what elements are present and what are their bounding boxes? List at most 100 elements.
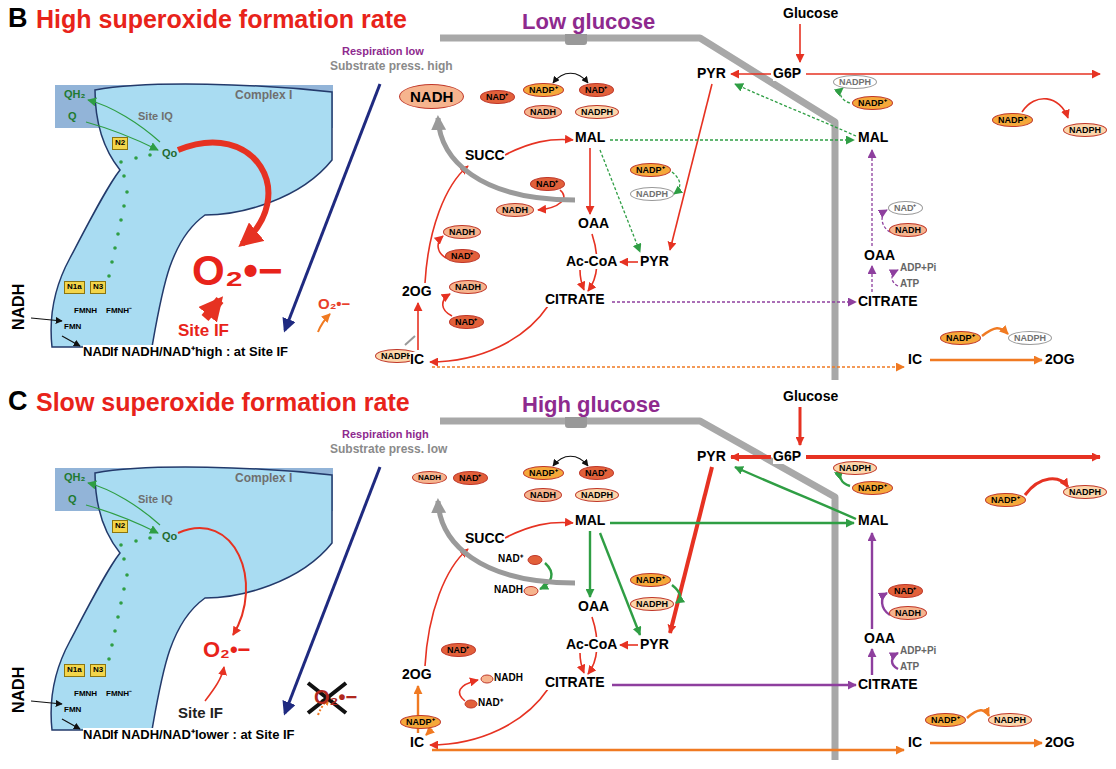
text-label: O₂•− (318, 296, 350, 313)
text-label: Respiration low (342, 45, 424, 57)
cofactor-label: NADPH (636, 189, 668, 199)
text-label: QH₂ (64, 471, 85, 483)
cofactor-label: NAD⁺ (536, 179, 559, 189)
text-label: Slow superoxide formation rate (36, 389, 410, 417)
iron-sulfur-cluster: N3 (90, 281, 106, 294)
cofactor-label: NADPH (636, 599, 668, 609)
cofactor-label: NADPH (581, 107, 613, 117)
metabolite-label: Glucose (783, 389, 838, 404)
cofactor-label: NAD⁺ (459, 473, 482, 483)
cofactor-oval: NADP⁺ (852, 481, 893, 495)
complex-label: Complex I (235, 472, 292, 485)
metabolite-label: CITRATE (858, 677, 918, 692)
text-label: ATP (900, 661, 919, 672)
text-label: QH₂ (64, 88, 85, 100)
metabolite-label: IC (410, 735, 424, 750)
cluster-label: N3 (93, 282, 103, 291)
cofactor-oval: NADP⁺ (985, 493, 1026, 507)
complex-label: Site IQ (138, 493, 173, 505)
cofactor-oval: NADH (399, 84, 464, 109)
metabolite-label: OAA (864, 248, 895, 263)
metabolite-label: MAL (575, 513, 605, 528)
cofactor-label: NAD⁺ (486, 92, 509, 102)
cofactor-oval: NADPH (575, 488, 619, 502)
text-label: Q (68, 110, 77, 122)
cofactor-oval: NADPH (1008, 331, 1052, 345)
text-label: Substrate press. low (330, 443, 447, 456)
cofactor-label: NADPH (581, 490, 613, 500)
cofactor-label: NADPH (1014, 333, 1046, 343)
cofactor-oval: NADH (889, 606, 927, 620)
cluster-label: N1a (67, 665, 82, 674)
metabolite-label: MAL (575, 130, 605, 145)
cofactor-oval: NADP⁺ (992, 113, 1033, 127)
cofactor-oval: NADPH (988, 713, 1032, 727)
cofactor-label: NAD⁺ (585, 85, 608, 95)
cofactor-label: NADPH (994, 715, 1026, 725)
cofactor-oval: NADPH (833, 75, 877, 89)
cofactor-label: NAD⁺ (894, 203, 917, 213)
metabolite-label: CITRATE (858, 294, 918, 309)
iron-sulfur-cluster: N2 (112, 137, 128, 150)
text-label: ADP+Pi (900, 262, 936, 273)
complex-i: Complex ISite IQQoFMNHFMNH⁻FMNN2N1aN3 (50, 468, 330, 730)
cofactor-oval: NAD⁺ (445, 249, 480, 263)
cofactor-label: NADP⁺ (529, 85, 558, 95)
cofactor-label: NADH (895, 225, 921, 235)
text-label: NAD⁺ (498, 553, 523, 564)
text-label: NADH (10, 284, 28, 330)
cofactor-label: NADPH (381, 351, 413, 361)
complex-label: Site IQ (138, 110, 173, 122)
cofactor-label: NADPH (1069, 125, 1101, 135)
text-label: ADP+Pi (900, 645, 936, 656)
metabolite-label: OAA (578, 216, 609, 231)
cofactor-oval: NAD⁺ (579, 466, 614, 480)
text-label: ATP (900, 278, 919, 289)
cofactor-oval: NADP⁺ (852, 96, 893, 110)
cofactor-oval: NADP⁺ (523, 466, 564, 480)
metabolite-label: MAL (858, 513, 888, 528)
cofactor-oval: NADH (889, 223, 927, 237)
metabolite-label: OAA (864, 631, 895, 646)
text-label: High glucose (522, 393, 660, 417)
cofactor-oval: NADP⁺ (523, 83, 564, 97)
cofactor-oval: NAD⁺ (888, 584, 923, 598)
cofactor-label: NAD⁺ (451, 251, 474, 261)
cofactor-oval: NADP⁺ (630, 163, 671, 177)
text-label: Respiration high (342, 428, 429, 440)
metabolite-label: IC (410, 352, 424, 367)
cofactor-label: NADH (410, 88, 453, 105)
cofactor-label: NADP⁺ (991, 495, 1020, 505)
cofactor-label: NADP⁺ (998, 115, 1027, 125)
text-label: NADH (494, 584, 523, 595)
cofactor-label: NAD⁺ (585, 468, 608, 478)
cofactor-label: NADH (455, 282, 481, 292)
metabolite-label: Glucose (783, 6, 838, 21)
cofactor-label: NADPH (839, 77, 871, 87)
metabolite-label: 2OG (1045, 735, 1075, 750)
cofactor-oval: NAD⁺ (441, 643, 476, 657)
cofactor-oval: NADPH (575, 105, 619, 119)
cofactor-label: NADPH (839, 463, 871, 473)
cofactor-oval: NAD⁺ (530, 177, 565, 191)
metabolite-label: MAL (858, 130, 888, 145)
cluster-label: N1a (67, 282, 82, 291)
cofactor-oval: NADPH (1063, 123, 1107, 137)
cofactor-oval: NADP⁺ (630, 573, 671, 587)
complex-label: Qo (162, 530, 177, 542)
metabolite-label: PYR (697, 66, 726, 81)
complex-label: FMN (64, 706, 81, 715)
metabolite-label: PYR (697, 449, 726, 464)
cofactor-label: NADH (530, 107, 556, 117)
cofactor-oval: NADH (443, 225, 481, 239)
cofactor-oval: NAD⁺ (453, 471, 488, 485)
iron-sulfur-cluster: N1a (64, 281, 85, 294)
cofactor-label: NADP⁺ (406, 717, 435, 727)
metabolite-label: PYR (640, 637, 669, 652)
metabolite-label: IC (908, 352, 922, 367)
cofactor-label: NADH (530, 490, 556, 500)
cofactor-label: NADH (895, 608, 921, 618)
cofactor-oval: NAD⁺ (888, 201, 923, 215)
cofactor-oval: NAD⁺ (579, 83, 614, 97)
